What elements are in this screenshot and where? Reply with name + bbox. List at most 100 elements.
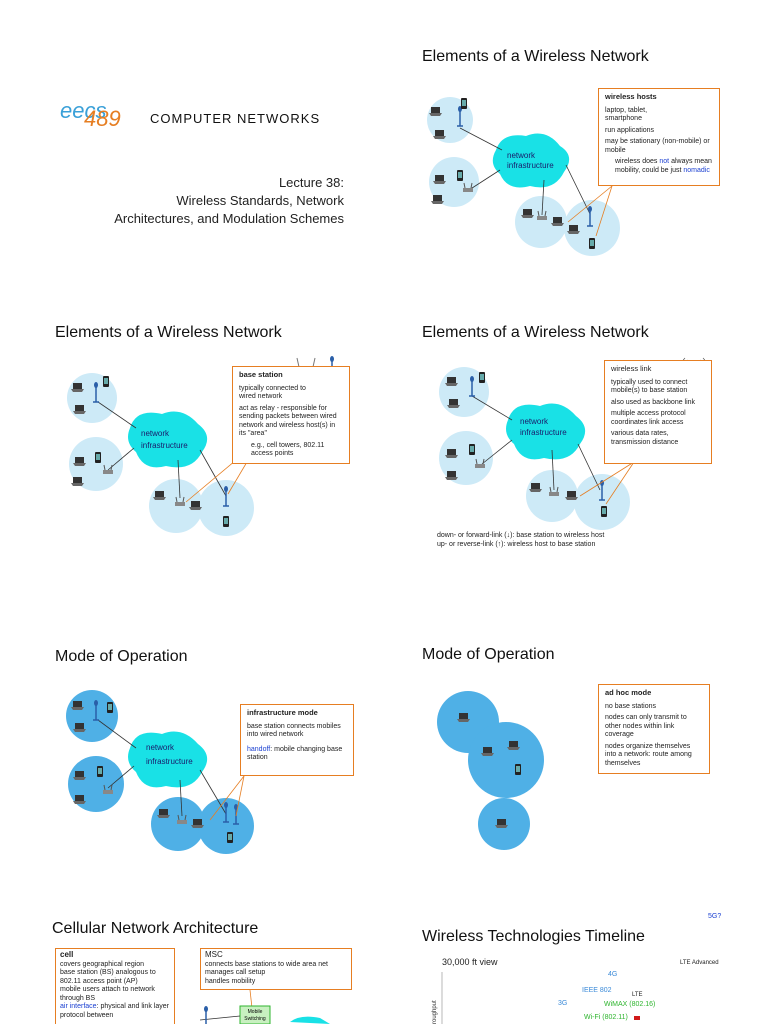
phone-icon — [601, 506, 607, 517]
label-lte: LTE — [632, 992, 643, 998]
phone-icon — [97, 766, 103, 777]
callout-item: covers geographical region — [60, 960, 145, 968]
label-ieee-802: IEEE 802 — [582, 987, 612, 994]
cloud-label: network — [146, 743, 175, 752]
callout-item: typically used to connect mobile(s) to b… — [611, 378, 688, 395]
label-5g: 5G? — [708, 913, 721, 920]
callout-item: laptop, tablet, smartphone — [605, 106, 648, 123]
callout-wireless-link: wireless link typically used to connect … — [604, 360, 712, 464]
slide-base-station: Elements of a Wireless Network network i… — [0, 300, 384, 556]
slide-title: Elements of a Wireless Network — [55, 324, 282, 341]
callout-heading: wireless hosts — [605, 92, 657, 101]
slide-title: Cellular Network Architecture — [52, 920, 259, 937]
cloud-label: infrastructure — [520, 428, 567, 437]
network-cloud — [128, 731, 208, 788]
phone-icon — [469, 444, 475, 455]
logo-eecs: eecs — [60, 98, 106, 123]
phone-icon — [223, 516, 229, 527]
msc-box — [239, 1005, 271, 1024]
phone-icon — [461, 98, 467, 109]
callout-item: manages call setup — [205, 969, 266, 976]
callout-heading: base station — [239, 370, 283, 379]
callout-item: run applications — [605, 126, 655, 134]
callout-item: connects base stations to wide area net — [205, 960, 328, 968]
slide-cellular-architecture: Cellular Network Architecture cell cover… — [0, 912, 384, 1024]
coverage-area — [468, 722, 544, 798]
phone-icon — [103, 376, 109, 387]
lecture-number: Lecture 38: — [278, 175, 344, 190]
marker — [634, 1016, 640, 1020]
slide-title: Elements of a Wireless Network — [422, 324, 649, 341]
up-link-note: up- or reverse-link (↑): wireless host t… — [437, 541, 596, 548]
slide-adhoc-mode: Mode of Operation ad hoc mode no base st… — [384, 620, 768, 876]
slide-title: Elements of a Wireless Network — [422, 48, 649, 65]
course-logo: eecs 489 — [60, 98, 121, 131]
label-3g: 3G — [558, 1000, 567, 1007]
slide-title: Mode of Operation — [55, 648, 188, 665]
callout-item: air interface: physical and link layer p… — [60, 1003, 169, 1019]
network-diagram: network infrastructure — [66, 690, 254, 854]
callout-item: mobile users attach to network through B… — [60, 986, 155, 1002]
callout-infrastructure-mode: infrastructure mode base station connect… — [240, 704, 354, 776]
down-link-note: down- or forward-link (↓): base station … — [437, 532, 605, 539]
lecture-subtitle-1: Wireless Standards, Network — [176, 193, 344, 208]
slide-title: Mode of Operation — [422, 646, 555, 663]
callout-item: also used as backbone link — [611, 398, 696, 406]
cloud-label: infrastructure — [507, 161, 554, 170]
cloud-label: network — [507, 151, 536, 160]
slide-wireless-link: Elements of a Wireless Network network i… — [384, 300, 768, 556]
callout-handoff: handoff: mobile changing base station — [247, 745, 343, 762]
slide-title: Wireless Technologies Timeline — [422, 928, 645, 945]
network-cloud — [290, 1016, 330, 1024]
callout-item: nodes organize themselves into a network… — [605, 742, 692, 767]
course-title: COMPUTER NETWORKS — [150, 111, 321, 126]
cloud-label: network — [520, 417, 549, 426]
label-4g: 4G — [608, 971, 617, 978]
cloud-label: infrastructure — [146, 757, 193, 766]
callout-item: base station (BS) analogous to 802.11 ac… — [60, 969, 156, 985]
callout-item: act as relay - responsible for sending p… — [239, 404, 337, 438]
callout-heading: ad hoc mode — [605, 688, 652, 697]
cell-coverage — [429, 157, 479, 207]
phone-icon — [95, 452, 101, 463]
label-lte-advanced: LTE Advanced — [680, 960, 719, 966]
callout-adhoc-mode: ad hoc mode no base stations nodes can o… — [598, 684, 710, 774]
callout-item: may be stationary (non-mobile) or mobile — [605, 138, 710, 154]
callout-msc: MSC connects base stations to wide area … — [200, 948, 352, 990]
callout-item: no base stations — [605, 702, 656, 710]
lecture-subtitle-2: Architectures, and Modulation Schemes — [114, 211, 344, 226]
callout-item: various data rates, transmission distanc… — [611, 430, 679, 446]
logo-489: 489 — [84, 106, 121, 131]
msc-box-label: Mobile — [248, 1009, 263, 1015]
y-axis-label: roughput — [432, 1000, 438, 1024]
network-diagram: network infrastructure — [67, 355, 336, 536]
label-wimax: WiMAX (802.16) — [604, 1001, 655, 1008]
callout-item: base station connects mobiles into wired… — [247, 722, 341, 739]
cloud-label: network — [141, 429, 170, 438]
cloud-label: infrastructure — [141, 441, 188, 450]
callout-heading: MSC — [205, 950, 223, 959]
phone-icon — [479, 372, 485, 383]
callout-heading: cell — [60, 950, 74, 959]
label-wifi: Wi-Fi (802.11) — [584, 1014, 628, 1021]
network-diagram: network infrastructure — [439, 357, 707, 530]
phone-icon — [457, 170, 463, 181]
callout-subitem: wireless does not always mean mobility, … — [615, 158, 712, 174]
network-cloud — [492, 133, 570, 188]
network-diagram: network infrastructure — [427, 90, 697, 256]
msc-box-label: Switching — [244, 1016, 266, 1022]
slide-technologies-timeline: Wireless Technologies Timeline 30,000 ft… — [384, 912, 768, 1024]
lecture-block: Lecture 38: Wireless Standards, Network … — [114, 174, 344, 228]
network-cloud — [128, 411, 208, 468]
cellular-diagram: Mobile Switching — [199, 989, 330, 1024]
slide-title: eecs 489 COMPUTER NETWORKS Lecture 38: W… — [0, 0, 384, 256]
phone-icon — [227, 832, 233, 843]
phone-icon — [107, 702, 113, 713]
phone-icon — [589, 238, 595, 249]
callout-cell: cell covers geographical region base sta… — [55, 948, 175, 1024]
cell-tower-icon — [202, 1005, 210, 1024]
callout-heading: infrastructure mode — [247, 708, 318, 717]
callout-item: multiple access protocol coordinates lin… — [611, 410, 686, 426]
callout-example: e.g., cell towers, 802.11 access points — [251, 441, 325, 458]
slide-subtitle: 30,000 ft view — [442, 957, 498, 967]
